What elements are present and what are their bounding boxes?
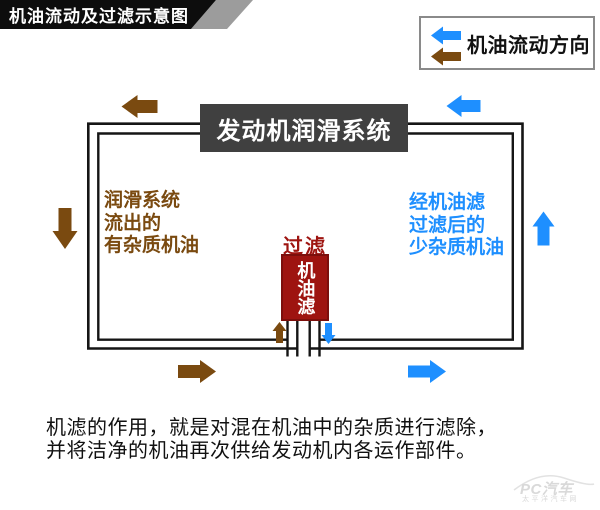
legend-label: 机油流动方向 [467,34,590,57]
dirty-flow-down-left-arrow [52,208,78,249]
watermark: PC汽车 太平洋汽车网 [512,468,596,506]
filter-inlet-channel [286,321,299,357]
engine-lubrication-system-box: 发动机润滑系统 [200,104,408,152]
dirty-oil-label: 润滑系统 流出的 有杂质机油 [104,190,200,256]
caption-text: 机滤的作用，就是对混在机油中的杂质进行滤除， 并将洁净的机油再次供给发动机内各运… [46,417,497,462]
clean-flow-out-of-filter-arrow [321,323,336,344]
oil-filter-box: 机油滤 [281,254,329,321]
filter-outlet-channel [308,321,321,357]
dirty-flow-top-left-arrow [121,95,158,118]
title-banner: 机油流动及过滤示意图 [0,0,216,29]
clean-flow-bottom-right-arrow [408,360,446,383]
oil-filter-label: 机油滤 [295,260,316,315]
legend-dirty-arrow [431,47,461,66]
dirty-flow-into-filter-arrow [272,322,287,343]
legend-clean-arrow [431,26,461,45]
watermark-subtext: 太平洋汽车网 [522,496,579,503]
clean-flow-up-right-arrow [532,211,555,246]
dirty-flow-bottom-left-arrow [178,360,216,383]
watermark-logo-text: PC汽车 [520,481,573,498]
clean-flow-top-right-arrow [446,95,481,117]
car-silhouette-icon [513,475,595,491]
legend-arrow-icons [431,26,461,66]
clean-oil-label: 经机油滤 过滤后的 少杂质机油 [409,192,505,258]
legend-box: 机油流动方向 [419,16,595,70]
page-title: 机油流动及过滤示意图 [9,7,189,26]
engine-box-label: 发动机润滑系统 [216,117,392,145]
